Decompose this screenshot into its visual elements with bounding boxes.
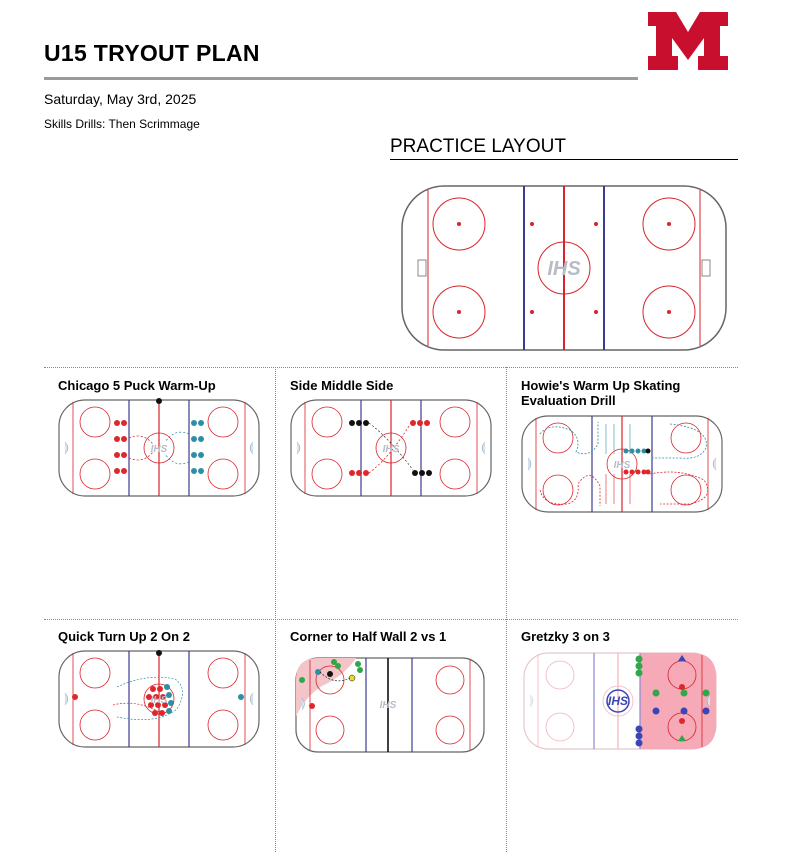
drill-title-side-middle-side: Side Middle Side bbox=[290, 378, 394, 393]
drill-rink-chicago[interactable]: IHS bbox=[57, 398, 261, 498]
drill-title-gretzky: Gretzky 3 on 3 bbox=[521, 629, 610, 644]
title-divider bbox=[44, 77, 638, 80]
grid-divider-right bbox=[506, 367, 507, 852]
drill-rink-gretzky[interactable]: IHS bbox=[522, 651, 718, 751]
practice-layout-heading: PRACTICE LAYOUT bbox=[390, 136, 566, 157]
drill-rink-corner-half-wall[interactable]: IHS bbox=[294, 656, 486, 754]
michigan-m-logo: M bbox=[648, 12, 728, 70]
rink-logo: IHS bbox=[151, 695, 168, 706]
grid-divider-left bbox=[275, 367, 276, 852]
rink-logo: IHS bbox=[380, 700, 397, 711]
rink-logo: IHS bbox=[383, 444, 400, 455]
drill-rink-quick-turn[interactable]: IHS bbox=[57, 649, 261, 749]
layout-divider bbox=[390, 159, 738, 160]
drill-title-howies-warm-up: Howie's Warm Up Skating Evaluation Drill bbox=[521, 378, 681, 408]
practice-layout-rink[interactable]: IHS bbox=[398, 184, 730, 352]
drill-title-quick-turn: Quick Turn Up 2 On 2 bbox=[58, 629, 190, 644]
grid-divider-top bbox=[44, 367, 738, 368]
drill-title-corner-half-wall: Corner to Half Wall 2 vs 1 bbox=[290, 629, 447, 644]
grid-divider-middle bbox=[44, 619, 738, 620]
drill-rink-howies-warm-up[interactable]: IHS bbox=[520, 414, 724, 514]
rink-logo: IHS bbox=[151, 444, 168, 455]
rink-logo: IHS bbox=[608, 694, 628, 708]
rink-center-logo: IHS bbox=[547, 258, 581, 280]
drill-rink-side-middle-side[interactable]: IHS bbox=[289, 398, 493, 498]
page-title: U15 TRYOUT PLAN bbox=[44, 40, 260, 66]
rink-logo: IHS bbox=[614, 460, 631, 471]
drill-title-chicago: Chicago 5 Puck Warm-Up bbox=[58, 378, 216, 393]
practice-subtitle: Skills Drills: Then Scrimmage bbox=[44, 117, 200, 131]
practice-date: Saturday, May 3rd, 2025 bbox=[44, 91, 197, 107]
